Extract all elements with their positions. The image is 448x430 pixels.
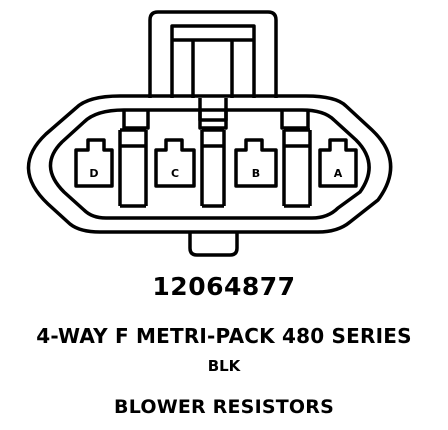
connector-housing bbox=[26, 94, 393, 234]
terminal-cavity-b bbox=[234, 138, 278, 188]
housing-inner-edge bbox=[48, 108, 371, 220]
connector-color: BLK bbox=[207, 357, 241, 375]
connector-application: BLOWER RESISTORS bbox=[114, 396, 334, 418]
terminal-cavity-a bbox=[318, 138, 358, 188]
terminal-cavity-c bbox=[154, 138, 196, 188]
latch-tower bbox=[148, 10, 278, 98]
terminal-label-c: C bbox=[171, 167, 179, 180]
terminal-label-a: A bbox=[334, 167, 343, 180]
terminal-label-d: D bbox=[89, 167, 98, 180]
cavity-divider bbox=[118, 128, 148, 208]
connector-diagram: D C B A bbox=[26, 10, 393, 257]
latch-tab bbox=[170, 24, 256, 122]
housing-top-tab bbox=[122, 110, 310, 130]
cavity-divider bbox=[200, 128, 226, 208]
part-number: 12064877 bbox=[152, 272, 296, 301]
terminal-cavity-d bbox=[74, 138, 114, 188]
terminal-label-b: B bbox=[252, 167, 260, 180]
cavity-divider bbox=[282, 128, 312, 208]
bottom-key bbox=[188, 232, 239, 257]
connector-description: 4-WAY F METRI-PACK 480 SERIES bbox=[36, 324, 412, 348]
